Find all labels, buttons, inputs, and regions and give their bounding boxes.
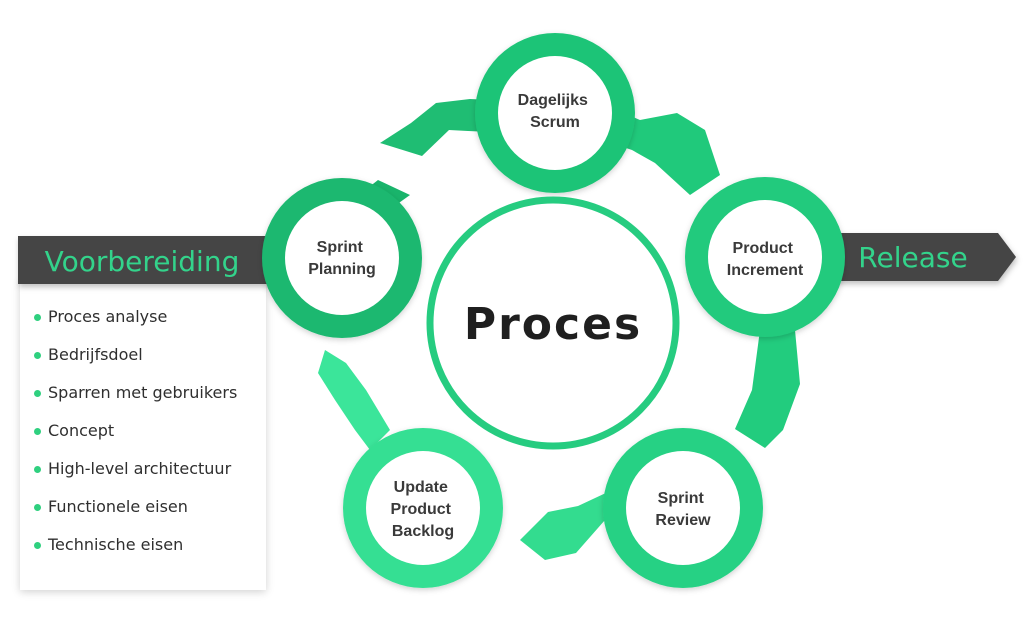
node-face <box>708 200 822 314</box>
preparation-banner-shape <box>18 236 288 284</box>
preparation-item: Bedrijfsdoel <box>34 336 266 374</box>
node-label-line: Update <box>394 479 448 496</box>
bullet-icon <box>34 504 41 511</box>
node-label-line: Scrum <box>530 114 580 131</box>
preparation-banner: Voorbereiding <box>18 236 288 284</box>
preparation-item-label: Functionele eisen <box>48 497 188 516</box>
node-sprint-review <box>603 428 763 588</box>
node-label-line: Backlog <box>392 523 454 540</box>
node-label-line: Increment <box>727 262 804 279</box>
node-product-increment <box>685 177 845 337</box>
ring-arrow <box>318 350 390 450</box>
bullet-icon <box>34 428 41 435</box>
preparation-item: Sparren met gebruikers <box>34 374 266 412</box>
node-sprint-planning <box>262 178 422 338</box>
node-label-update-product-backlog: Update Product Backlog <box>391 479 456 540</box>
node-face <box>366 451 480 565</box>
node-label-line: Sprint <box>658 490 705 507</box>
preparation-title: Voorbereiding <box>45 245 240 278</box>
cycle-nodes <box>262 33 845 588</box>
release-banner: Release <box>830 233 1016 281</box>
preparation-item-label: Bedrijfsdoel <box>48 345 143 364</box>
node-label-sprint-planning: Sprint Planning <box>308 239 376 278</box>
node-dagelijks-scrum <box>475 33 635 193</box>
bullet-icon <box>34 542 41 549</box>
node-face <box>285 201 399 315</box>
preparation-item-label: Technische eisen <box>48 535 184 554</box>
bullet-icon <box>34 352 41 359</box>
release-banner-shape <box>830 233 1016 281</box>
node-label-line: Planning <box>308 261 376 278</box>
center-label: Proces <box>464 299 642 350</box>
node-label-dagelijks-scrum: Dagelijks Scrum <box>518 92 593 131</box>
node-label-line: Dagelijks <box>518 92 588 109</box>
preparation-item: High-level architectuur <box>34 450 266 488</box>
preparation-item-label: Sparren met gebruikers <box>48 383 238 402</box>
preparation-item: Proces analyse <box>34 298 266 336</box>
center-node: Proces <box>426 196 680 450</box>
node-label-line: Product <box>733 240 794 257</box>
release-title: Release <box>858 241 967 274</box>
node-label-sprint-review: Sprint Review <box>655 490 711 529</box>
preparation-list: Proces analyse Bedrijfsdoel Sparren met … <box>20 280 266 564</box>
preparation-item-label: High-level architectuur <box>48 459 232 478</box>
preparation-item: Concept <box>34 412 266 450</box>
node-label-line: Product <box>391 501 452 518</box>
bullet-icon <box>34 466 41 473</box>
preparation-item: Functionele eisen <box>34 488 266 526</box>
ring-arrow <box>735 298 800 448</box>
bullet-icon <box>34 390 41 397</box>
node-face <box>498 56 612 170</box>
preparation-item-label: Proces analyse <box>48 307 168 326</box>
preparation-panel: Proces analyse Bedrijfsdoel Sparren met … <box>20 280 266 590</box>
center-ring <box>426 196 680 450</box>
node-label-line: Review <box>655 512 711 529</box>
node-face <box>626 451 740 565</box>
node-update-product-backlog <box>343 428 503 588</box>
bullet-icon <box>34 314 41 321</box>
preparation-item-label: Concept <box>48 421 115 440</box>
preparation-item: Technische eisen <box>34 526 266 564</box>
node-label-line: Sprint <box>317 239 364 256</box>
node-labels: Dagelijks Scrum Product Increment Sprint… <box>308 92 804 540</box>
node-label-product-increment: Product Increment <box>727 240 804 279</box>
